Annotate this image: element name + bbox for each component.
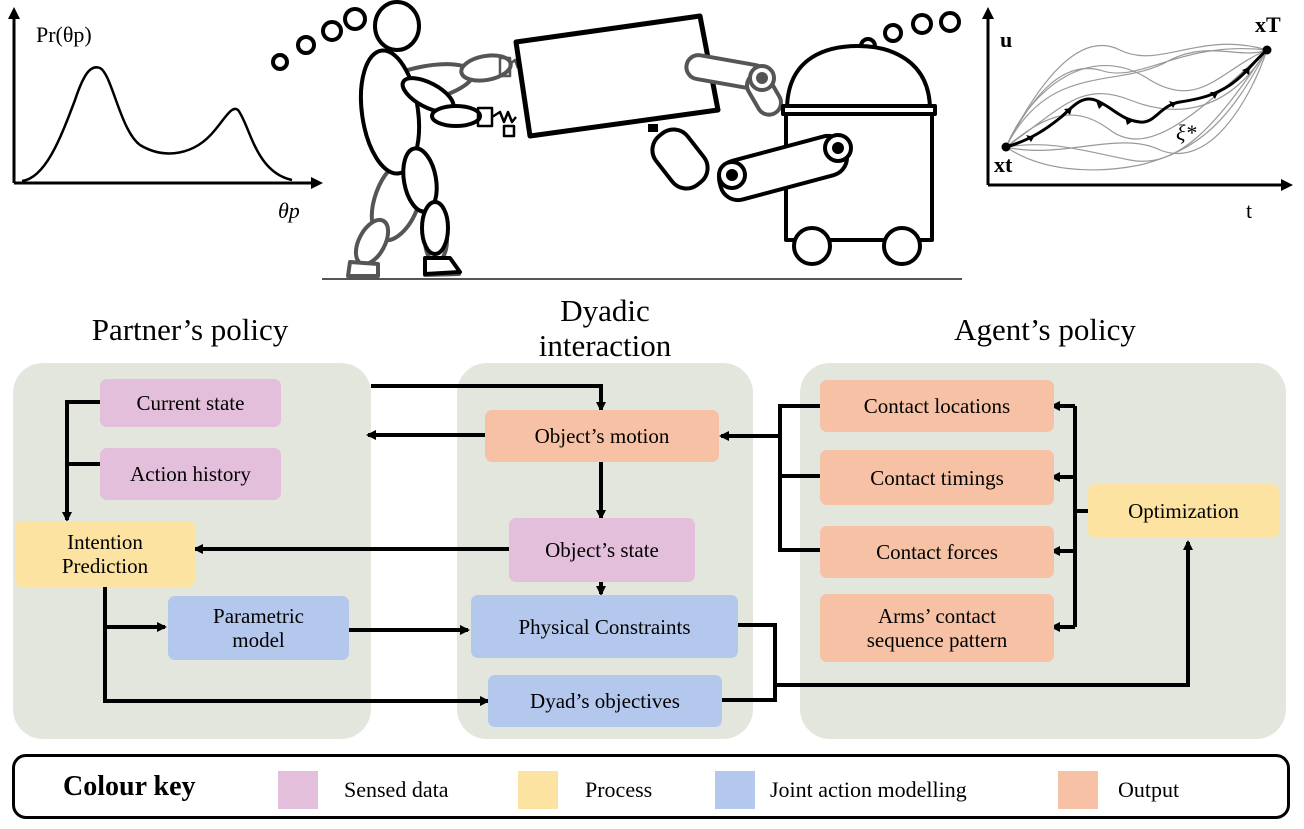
sensed-data-label: Sensed data: [344, 777, 449, 802]
trajectory-x-label: t: [1246, 198, 1253, 223]
joint-action-modelling-label: Joint action modelling: [770, 777, 967, 802]
robot-figure: [648, 44, 937, 266]
objects-motion-box: Object’s motion: [485, 410, 719, 462]
colour-key-title: Colour key: [63, 771, 196, 802]
partner-policy-heading: Partner’s policy: [91, 312, 289, 347]
output-swatch: [1058, 771, 1098, 809]
sensed-data-swatch: [278, 771, 318, 809]
agent-policy-heading: Agent’s policy: [954, 312, 1136, 347]
trajectory-end-label: xT: [1255, 12, 1281, 37]
process-swatch: [518, 771, 558, 809]
trajectory-path-label: ξ*: [1176, 120, 1197, 145]
human-thought-bubbles: [271, 7, 367, 71]
process-label: Process: [585, 777, 653, 802]
dyadic-heading-line2: interaction: [538, 328, 672, 363]
distribution-curve: [21, 66, 293, 183]
optimal-trajectory: [1005, 48, 1268, 149]
action-history-box: Action history: [100, 448, 281, 500]
objects-state-box: Object’s state: [509, 518, 695, 582]
distribution-plot: [7, 7, 323, 189]
distribution-x-label: θp: [278, 198, 300, 223]
carried-box: [513, 13, 721, 139]
distribution-y-label: Pr(θp): [36, 22, 92, 47]
physical-constraints-box: Physical Constraints: [471, 595, 738, 658]
output-label: Output: [1118, 777, 1180, 802]
trajectory-plot: [982, 7, 1293, 191]
optimization-box: Optimization: [1088, 484, 1279, 538]
colour-key: Colour key Sensed data Process Joint act…: [12, 754, 1290, 819]
trajectory-y-label: u: [1000, 27, 1013, 52]
contact-locations-box: Contact locations: [820, 380, 1054, 432]
joint-action-modelling-swatch: [715, 771, 755, 809]
dyads-objectives-box: Dyad’s objectives: [488, 675, 722, 727]
arms-contact-sequence-box: Arms’ contact sequence pattern: [820, 594, 1054, 662]
dyadic-heading-line1: Dyadic: [560, 293, 650, 328]
human-figure: [346, 0, 520, 278]
intention-prediction-box: Intention Prediction: [15, 521, 195, 587]
current-state-box: Current state: [100, 379, 281, 427]
contact-timings-box: Contact timings: [820, 450, 1054, 505]
parametric-model-box: Parametric model: [168, 596, 349, 660]
trajectory-start-label: xt: [994, 152, 1013, 177]
flow-arrows: [62, 384, 1193, 706]
contact-forces-box: Contact forces: [820, 526, 1054, 578]
